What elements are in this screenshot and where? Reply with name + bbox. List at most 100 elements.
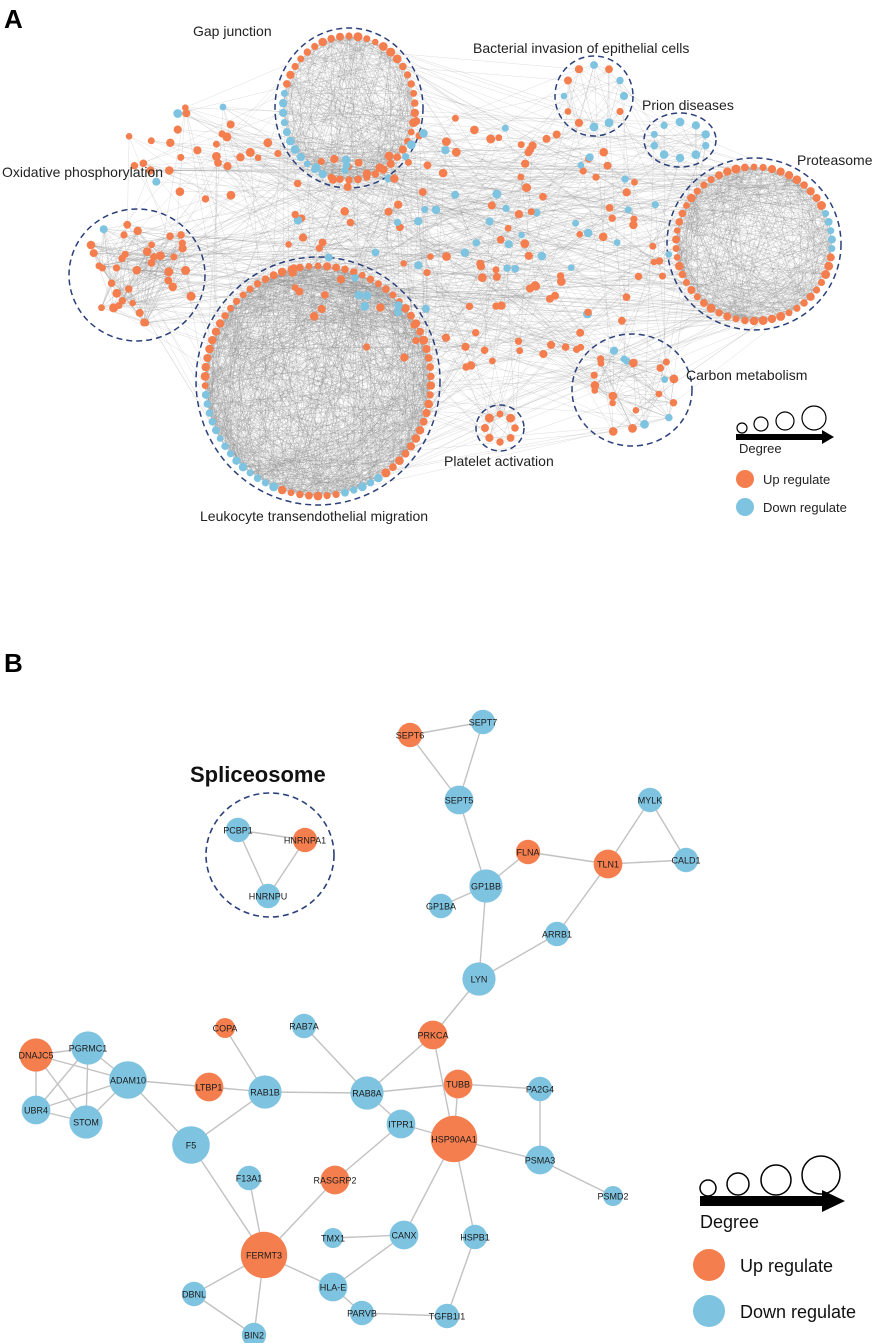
network-edge <box>686 205 781 317</box>
degree-scale-circle <box>726 1172 750 1196</box>
network-edge <box>209 357 429 414</box>
network-edge <box>753 166 781 317</box>
network-node <box>511 424 519 432</box>
network-node <box>632 407 640 414</box>
network-edge <box>220 274 363 324</box>
network-node <box>351 274 359 282</box>
network-edge <box>220 366 431 439</box>
network-node <box>232 297 241 305</box>
network-edge <box>675 248 712 309</box>
network-edge <box>326 269 346 496</box>
network-edge <box>282 403 429 491</box>
network-edge <box>290 41 376 76</box>
network-node <box>182 109 191 118</box>
network-node <box>749 316 759 326</box>
network-edge <box>682 213 746 321</box>
network-edge <box>686 179 797 206</box>
network-node <box>254 154 262 162</box>
network-edge <box>697 166 755 297</box>
network-node <box>672 245 680 252</box>
network-node <box>410 108 419 118</box>
network-edge <box>294 66 404 150</box>
network-edge <box>710 166 755 309</box>
network-edge <box>691 197 720 313</box>
network-node <box>492 189 502 199</box>
network-edge <box>375 52 391 175</box>
network-edge <box>682 230 831 275</box>
network-edge <box>718 248 833 314</box>
network-edge <box>718 174 831 258</box>
network-edge <box>803 191 811 304</box>
network-edge <box>676 230 737 320</box>
gene-node-label: PGRMC1 <box>69 1043 108 1053</box>
network-edge <box>679 190 811 267</box>
gene-node-fermt3: FERMT3 <box>240 1231 288 1279</box>
network-node <box>504 224 512 232</box>
network-node <box>135 308 144 317</box>
network-node <box>246 285 254 293</box>
network-node <box>390 174 399 183</box>
network-edge <box>212 275 363 422</box>
network-node <box>177 231 185 239</box>
network-edge <box>675 239 705 304</box>
network-edge <box>682 213 764 321</box>
network-node <box>608 427 618 436</box>
network-node <box>520 239 530 249</box>
network-node <box>372 38 379 46</box>
network-edge <box>735 265 829 320</box>
network-edge <box>370 403 429 483</box>
network-edge <box>215 269 346 332</box>
network-edge <box>348 173 376 181</box>
network-edge <box>102 229 104 269</box>
network-node <box>323 262 332 271</box>
network-edge <box>335 269 346 495</box>
network-edge <box>102 256 154 269</box>
network-edge <box>257 283 424 341</box>
network-node <box>99 225 108 234</box>
network-edge <box>357 36 398 158</box>
network-node <box>700 181 708 189</box>
network-edge <box>686 282 805 304</box>
network-edge <box>236 385 431 461</box>
network-edge <box>735 302 805 320</box>
network-edge <box>339 36 414 94</box>
network-edge <box>172 248 183 287</box>
network-node <box>341 265 349 273</box>
network-edge <box>125 254 174 258</box>
network-node <box>381 468 391 478</box>
network-edge <box>686 205 817 291</box>
network-edge <box>676 184 705 258</box>
network-edge <box>735 168 805 304</box>
network-edge <box>691 289 797 309</box>
network-node <box>701 130 710 139</box>
network-edge <box>753 289 817 322</box>
network-edge <box>697 191 790 313</box>
network-edge <box>703 239 833 304</box>
degree-scale-circle <box>736 422 748 434</box>
network-edge <box>675 166 755 240</box>
network-edge <box>330 38 368 178</box>
network-edge <box>317 275 363 497</box>
network-edge <box>314 51 391 170</box>
network-node <box>125 285 133 293</box>
network-edge <box>314 66 404 170</box>
network-edge <box>691 289 790 314</box>
network-edge <box>727 171 829 223</box>
network-edge <box>116 267 133 304</box>
network-edge <box>727 171 826 214</box>
network-edge <box>762 167 826 214</box>
network-edge <box>101 280 169 308</box>
gene-node-gp1bb: GP1BB <box>469 869 503 903</box>
network-edge <box>399 301 427 414</box>
network-edge <box>281 269 346 491</box>
network-edge <box>322 41 404 150</box>
network-edge <box>116 286 173 294</box>
network-edge <box>265 348 427 483</box>
network-node <box>484 413 494 423</box>
network-node <box>806 187 815 196</box>
network-node <box>539 192 547 201</box>
network-edge <box>236 339 424 461</box>
network-edge <box>366 83 412 178</box>
gene-node-label: F5 <box>186 1140 197 1150</box>
network-edge <box>290 140 391 165</box>
